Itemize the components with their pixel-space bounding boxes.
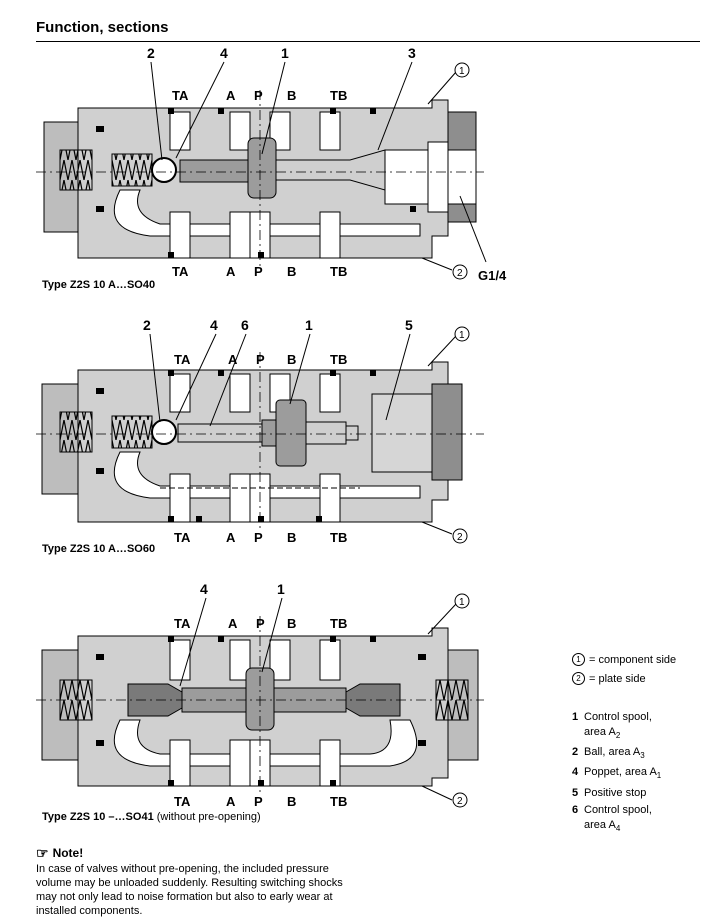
legend-key: 1 — [572, 711, 579, 723]
note-title: Note! — [52, 846, 84, 860]
section-so40 — [36, 61, 487, 271]
caption-so41: Type Z2S 10 –…SO41 (without pre-opening) — [42, 811, 261, 823]
callout-3: 3 — [408, 45, 416, 61]
callout-4: 4 — [210, 317, 218, 333]
legend-item: 6 Control spool, area A4 — [572, 803, 661, 836]
callout-1: 1 — [281, 45, 289, 61]
port-a-bottom: A — [226, 794, 236, 809]
callout-2: 2 — [143, 317, 151, 333]
callout-2: 2 — [147, 45, 155, 61]
legend-side-text: = plate side — [589, 672, 646, 685]
port-tb-top: TB — [330, 616, 347, 631]
port-a-bottom: A — [226, 264, 236, 279]
port-b-top: B — [287, 88, 296, 103]
side-marker-icon: 2 — [572, 672, 585, 685]
legend-subscript: 3 — [640, 751, 645, 761]
section-so60 — [36, 333, 484, 535]
port-a-top: A — [228, 616, 238, 631]
side-marker-component: 1 — [459, 66, 465, 77]
page-title: Function, sections — [36, 19, 169, 36]
legend-text-line2: area A — [584, 818, 616, 831]
port-tb-bottom: TB — [330, 794, 347, 809]
port-ta-bottom: TA — [174, 530, 191, 545]
side-marker-component: 1 — [459, 330, 465, 341]
legend-text-line2: area A — [584, 726, 616, 738]
port-ta-top: TA — [174, 616, 191, 631]
legend-text-line1: Poppet, area A — [584, 766, 657, 779]
callout-1: 1 — [277, 581, 285, 597]
port-ta-bottom: TA — [172, 264, 189, 279]
port-b-bottom: B — [287, 794, 296, 809]
legend-item: 4 Poppet, area A1 — [572, 765, 661, 783]
legend-text: Control spool, area A2 — [584, 710, 652, 743]
legend-text: Poppet, area A1 — [584, 765, 661, 783]
legend-plate-side: 2 = plate side — [572, 672, 646, 685]
callout-4: 4 — [220, 45, 228, 61]
section-so41 — [36, 597, 484, 801]
port-p-bottom: P — [254, 264, 263, 279]
port-a-top: A — [226, 88, 236, 103]
port-b-bottom: B — [287, 530, 296, 545]
port-b-top: B — [287, 616, 296, 631]
side-marker-plate: 2 — [457, 796, 463, 807]
port-b-top: B — [287, 352, 296, 367]
caption-type: Type Z2S 10 –…SO41 — [42, 811, 154, 823]
note-box: ☞ Note! In case of valves without pre-op… — [36, 846, 356, 918]
legend-key: 2 — [572, 746, 579, 759]
legend-text-line1: Control spool, — [584, 711, 652, 723]
pointing-hand-icon: ☞ — [36, 845, 49, 861]
callout-6: 6 — [241, 317, 249, 333]
port-b-bottom: B — [287, 264, 296, 279]
port-p-top: P — [256, 616, 265, 631]
note-body: In case of valves without pre-opening, t… — [36, 863, 343, 917]
caption-extra: (without pre-opening) — [153, 811, 261, 823]
caption-so40: Type Z2S 10 A…SO40 — [42, 279, 155, 291]
caption-type: Type Z2S 10 A…SO40 — [42, 279, 156, 291]
callout-4: 4 — [200, 581, 208, 597]
legend-text-line1: Ball, area A — [584, 746, 641, 759]
legend-key: 6 — [572, 803, 579, 816]
legend-item: 1 Control spool, area A2 — [572, 710, 661, 743]
legend-key: 5 — [572, 786, 579, 799]
side-marker-component: 1 — [459, 597, 465, 608]
legend-text-line1: Control spool, — [584, 803, 652, 816]
thread-label: G1/4 — [478, 268, 507, 283]
legend-subscript: 2 — [615, 731, 621, 741]
port-a-bottom: A — [226, 530, 236, 545]
legend-key: 4 — [572, 766, 579, 779]
note-heading: ☞ Note! — [36, 846, 356, 860]
legend-text: Positive stop — [584, 786, 647, 799]
legend-component-side: 1 = component side — [572, 653, 676, 666]
legend-side-text: = component side — [589, 653, 677, 666]
side-marker-icon: 1 — [572, 653, 585, 666]
legend-item: 2 Ball, area A3 — [572, 745, 661, 763]
port-p-top: P — [254, 88, 263, 103]
caption-type: Type Z2S 10 A…SO60 — [42, 543, 156, 555]
caption-so60: Type Z2S 10 A…SO60 — [42, 543, 155, 555]
port-p-top: P — [256, 352, 265, 367]
component-legend: 1 Control spool, area A2 2 Ball, area A3… — [572, 710, 661, 838]
side-marker-plate: 2 — [457, 532, 463, 543]
port-tb-top: TB — [330, 88, 347, 103]
legend-subscript: 4 — [615, 823, 621, 833]
port-tb-bottom: TB — [330, 264, 347, 279]
port-tb-bottom: TB — [330, 530, 347, 545]
callout-1: 1 — [305, 317, 313, 333]
port-a-top: A — [228, 352, 238, 367]
side-marker-plate: 2 — [457, 268, 463, 279]
port-p-bottom: P — [254, 530, 263, 545]
port-p-bottom: P — [254, 794, 263, 809]
legend-item: 5 Positive stop — [572, 786, 661, 801]
title-divider — [36, 41, 700, 42]
port-tb-top: TB — [330, 352, 347, 367]
port-ta-bottom: TA — [174, 794, 191, 809]
legend-subscript: 1 — [656, 771, 662, 781]
port-ta-top: TA — [174, 352, 191, 367]
port-ta-top: TA — [172, 88, 189, 103]
callout-5: 5 — [405, 317, 413, 333]
legend-text: Control spool, area A4 — [584, 803, 652, 836]
legend-text: Ball, area A3 — [584, 745, 645, 763]
